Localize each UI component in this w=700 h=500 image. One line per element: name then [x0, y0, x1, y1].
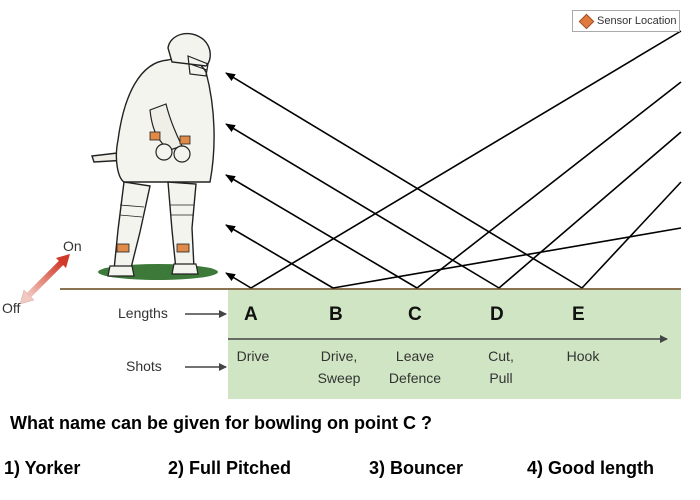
shot-b: Drive, Sweep	[306, 345, 372, 389]
on-off-arrow	[19, 254, 70, 305]
option-3[interactable]: 3) Bouncer	[369, 458, 464, 478]
shot-b-line1: Drive,	[320, 348, 358, 364]
option-4[interactable]: 4) Good length	[527, 458, 654, 478]
pitch-band	[228, 290, 681, 399]
point-d: D	[490, 304, 504, 325]
lengths-label: Lengths	[118, 305, 168, 321]
question-text: What name can be given for bowling on po…	[10, 413, 432, 433]
option-1[interactable]: 1) Yorker	[4, 458, 81, 478]
batsman-figure	[91, 32, 218, 280]
shot-c-line1: Leave	[395, 348, 435, 364]
point-a: A	[244, 304, 258, 325]
shot-c-line2: Defence	[388, 370, 442, 386]
shot-a: Drive	[228, 345, 278, 367]
shot-a-line1: Drive	[236, 348, 270, 364]
on-label: On	[63, 238, 82, 254]
shots-label: Shots	[126, 358, 162, 374]
shot-b-line2: Sweep	[317, 370, 361, 386]
diamond-icon	[578, 13, 595, 29]
point-c: C	[408, 304, 422, 325]
shot-c: Leave Defence	[381, 345, 449, 389]
legend-box: Sensor Location	[572, 10, 680, 32]
shot-e: Hook	[558, 345, 608, 367]
point-e: E	[572, 304, 585, 325]
off-label: Off	[2, 300, 21, 316]
point-b: B	[329, 304, 343, 325]
shot-e-line1: Hook	[566, 348, 600, 364]
shot-d: Cut, Pull	[476, 345, 526, 389]
option-2[interactable]: 2) Full Pitched	[168, 458, 292, 478]
shot-d-line1: Cut,	[488, 348, 514, 364]
ball-trajectories	[225, 30, 682, 289]
legend-label: Sensor Location	[597, 15, 677, 27]
shot-d-line2: Pull	[489, 370, 513, 386]
